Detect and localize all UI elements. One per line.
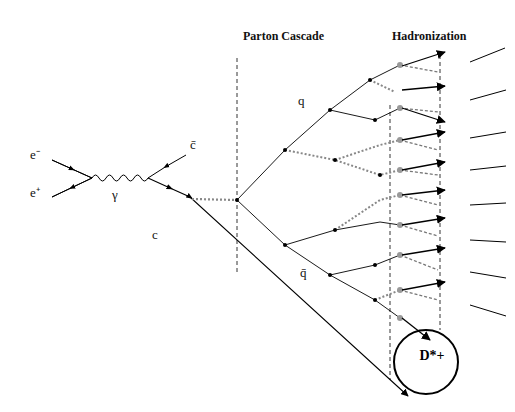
lepton-lines bbox=[52, 160, 92, 197]
particle-circle: D*+ bbox=[392, 328, 460, 396]
gluon-line bbox=[192, 199, 237, 200]
hadron-dots bbox=[397, 62, 403, 321]
particle-label: c̄ bbox=[190, 138, 196, 152]
quark-lines bbox=[237, 65, 400, 318]
region-heading: Hadronization bbox=[392, 30, 466, 43]
region-heading: Parton Cascade bbox=[243, 30, 324, 43]
hadron-tracks bbox=[470, 48, 506, 316]
hadron-arrows bbox=[402, 52, 445, 340]
particle-label: γ bbox=[112, 188, 118, 202]
charm-line bbox=[148, 178, 408, 396]
anticharm-line bbox=[148, 155, 186, 178]
particle-name: D*+ bbox=[419, 348, 444, 363]
particle-label: e⁺ bbox=[30, 186, 40, 200]
region-divider bbox=[237, 55, 440, 380]
particle-label: c bbox=[152, 228, 158, 242]
vertex-dots bbox=[235, 78, 382, 302]
hadron-links bbox=[400, 65, 438, 300]
particle-label: e⁻ bbox=[30, 148, 40, 162]
gluon-lines bbox=[285, 80, 400, 300]
particle-label: q bbox=[298, 94, 305, 108]
particle-label: q̄ bbox=[300, 266, 307, 280]
photon-line bbox=[92, 175, 148, 181]
